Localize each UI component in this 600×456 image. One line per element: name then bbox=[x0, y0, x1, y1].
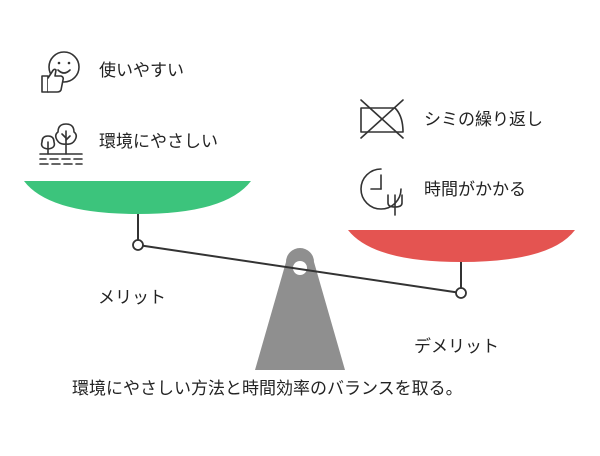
merit-heading: メリット bbox=[98, 288, 166, 308]
diagram-caption: 環境にやさしい方法と時間効率のバランスを取る。 bbox=[72, 379, 463, 399]
scale-beam bbox=[137, 244, 462, 294]
demerit-pan bbox=[348, 230, 575, 262]
thumbs-up-smile-icon bbox=[41, 51, 80, 93]
demerit-pan-joint bbox=[455, 287, 467, 299]
demerit-item-label: 時間がかかる bbox=[424, 180, 526, 200]
trees-ground-icon bbox=[39, 123, 83, 165]
demerit-heading: デメリット bbox=[414, 337, 499, 357]
no-iron-icon bbox=[360, 99, 404, 139]
merit-pan-joint bbox=[132, 239, 144, 251]
fulcrum-pivot bbox=[293, 261, 307, 275]
clock-icon bbox=[360, 168, 403, 216]
merit-item-label: 使いやすい bbox=[99, 61, 184, 81]
merit-pan bbox=[24, 181, 251, 214]
demerit-item-label: シミの繰り返し bbox=[424, 110, 543, 130]
scale-fulcrum bbox=[255, 248, 345, 370]
merit-item-label: 環境にやさしい bbox=[99, 132, 218, 152]
